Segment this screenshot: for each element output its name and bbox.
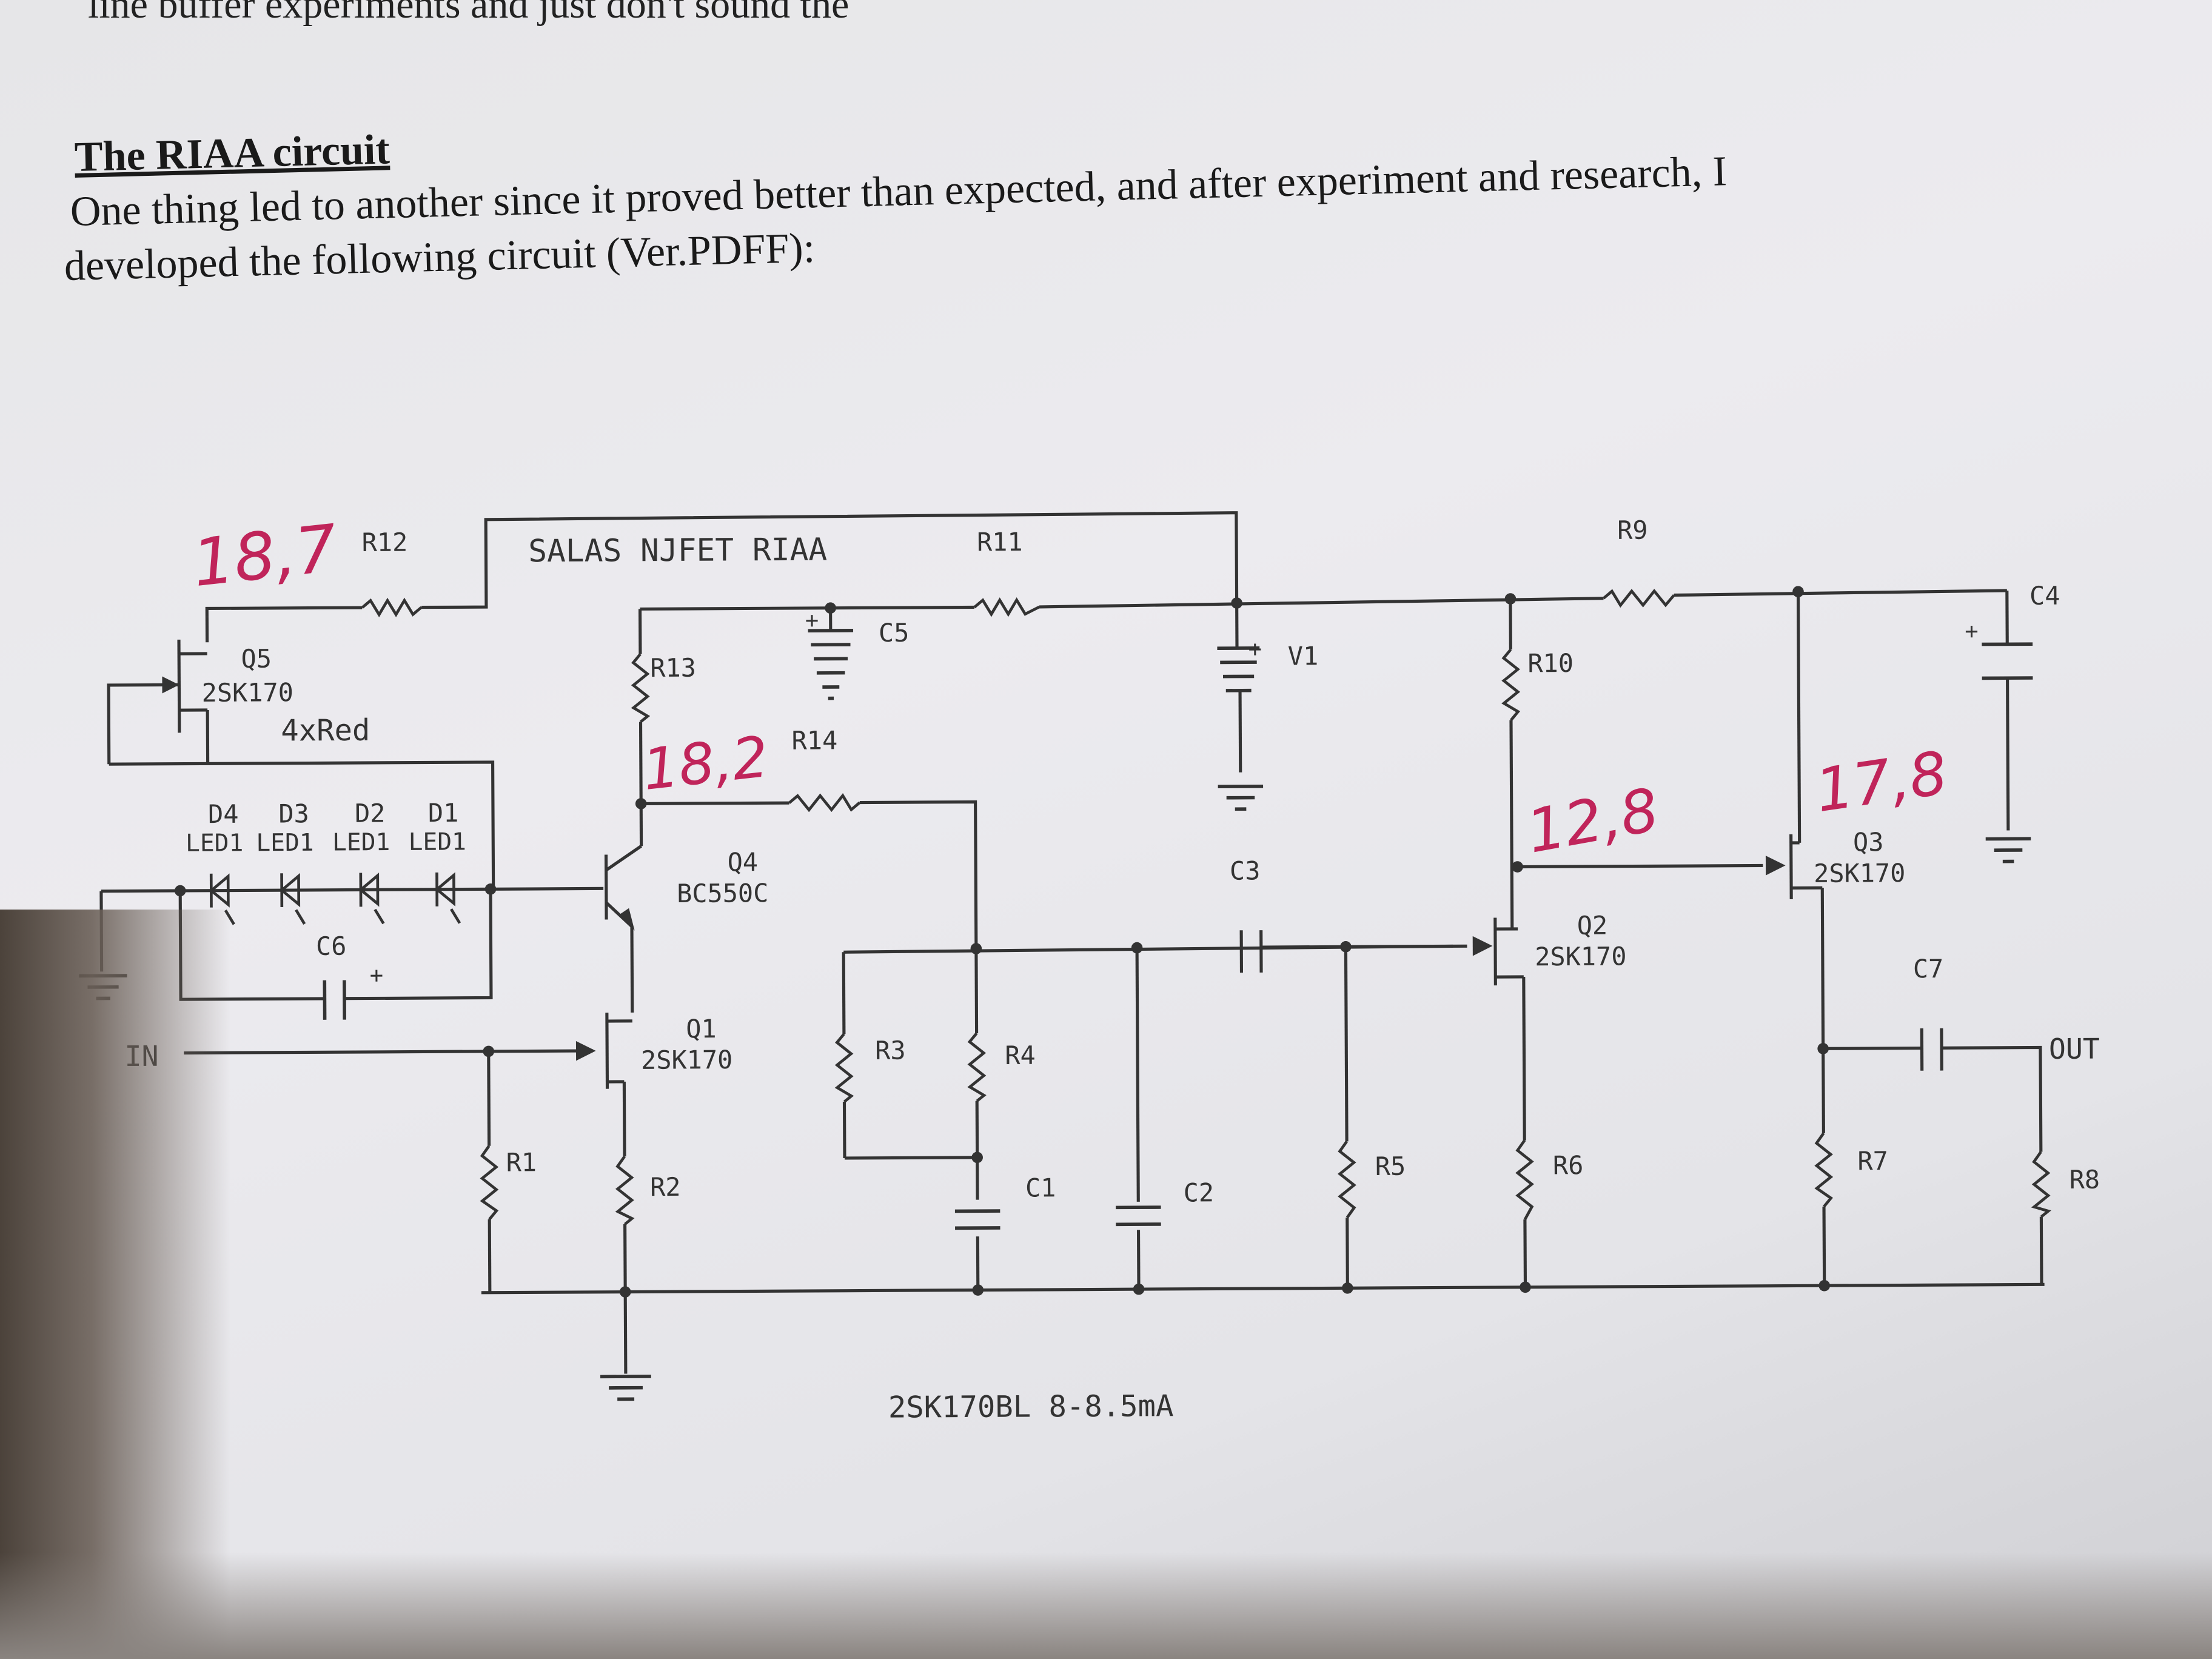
label-r8: R8 [2069, 1165, 2100, 1195]
label-r5: R5 [1375, 1151, 1406, 1181]
schematic-footer: 2SK170BL 8-8.5mA [888, 1389, 1174, 1424]
schematic-title: SALAS NJFET RIAA [528, 532, 827, 570]
label-d4: D4 [208, 799, 239, 829]
label-r12: R12 [362, 528, 408, 557]
label-c6: C6 [316, 931, 347, 961]
label-c3: C3 [1230, 856, 1261, 885]
label-r4: R4 [1005, 1041, 1036, 1070]
label-out: OUT [2049, 1033, 2100, 1065]
label-c4: C4 [2029, 581, 2060, 611]
label-q3-type: 2SK170 [1814, 858, 1905, 888]
resistor-r2 [615, 1155, 635, 1225]
resistor-r3 [834, 1033, 854, 1103]
resistor-r12 [361, 597, 423, 618]
junction-dots [174, 586, 1831, 1298]
handwritten-voltage-q4: 18,2 [640, 724, 772, 803]
transistor-arrows [162, 676, 1786, 1061]
label-leds-note: 4xRed [281, 713, 370, 748]
label-q5: Q5 [241, 644, 272, 674]
svg-text:+: + [1248, 635, 1262, 662]
label-q4-type: BC550C [677, 878, 768, 908]
handwritten-voltage-q5: 18,7 [189, 511, 341, 602]
label-r11: R11 [977, 527, 1023, 557]
svg-text:+: + [805, 606, 819, 633]
label-r1: R1 [506, 1147, 537, 1177]
label-d1-type: LED1 [409, 828, 466, 856]
label-q4: Q4 [728, 847, 759, 877]
q1-arrow [575, 1041, 596, 1061]
label-c5: C5 [879, 618, 910, 648]
q5-arrow [162, 676, 179, 694]
label-r10: R10 [1527, 648, 1574, 678]
label-r13: R13 [650, 653, 696, 683]
top-text-fragment: line buffer experiments and just don't s… [88, 0, 850, 27]
label-c2: C2 [1184, 1178, 1215, 1207]
label-q3: Q3 [1853, 827, 1884, 857]
led-string [209, 872, 461, 925]
page-edge-shadow [0, 1552, 2212, 1659]
q2-arrow [1472, 936, 1493, 956]
q3-arrow [1765, 856, 1786, 876]
handwritten-voltage-q2: 12,8 [1522, 776, 1664, 867]
label-q2-type: 2SK170 [1535, 941, 1626, 971]
schematic-wires [99, 511, 2045, 1374]
label-r6: R6 [1553, 1150, 1584, 1180]
label-q1: Q1 [686, 1014, 717, 1044]
resistor-r6 [1515, 1139, 1534, 1221]
label-d1: D1 [428, 798, 459, 828]
label-q5-type: 2SK170 [202, 677, 293, 708]
resistor-r11 [973, 597, 1040, 617]
resistor-r5 [1338, 1141, 1356, 1219]
label-c1: C1 [1025, 1173, 1056, 1202]
led-d2 [358, 873, 380, 907]
resistor-r4 [967, 1032, 987, 1102]
svg-text:+: + [370, 962, 384, 988]
label-d2-type: LED1 [332, 828, 390, 856]
label-d4-type: LED1 [186, 829, 243, 857]
label-d2: D2 [355, 799, 386, 828]
label-r14: R14 [791, 725, 837, 755]
hand-shadow [0, 910, 230, 1659]
led-d1 [434, 872, 455, 907]
label-r2: R2 [650, 1172, 681, 1202]
svg-text:+: + [1965, 617, 1979, 644]
label-r7: R7 [1857, 1146, 1888, 1176]
q4-arrow [620, 908, 635, 931]
resistor-symbols [361, 588, 2051, 1225]
resistor-r13 [631, 653, 651, 723]
resistor-r8 [2031, 1151, 2051, 1218]
label-d3: D3 [278, 799, 309, 828]
resistor-r10 [1501, 648, 1521, 722]
resistor-r1 [480, 1145, 499, 1221]
resistor-r7 [1814, 1132, 1834, 1208]
handwritten-voltage-q3: 17,8 [1811, 739, 1952, 826]
label-q2: Q2 [1577, 910, 1608, 940]
label-q1-type: 2SK170 [641, 1045, 732, 1075]
label-d3-type: LED1 [256, 829, 313, 857]
led-d4 [209, 873, 230, 908]
label-v1: V1 [1288, 641, 1319, 671]
label-r3: R3 [875, 1036, 906, 1065]
label-c7: C7 [1913, 954, 1944, 984]
led-d3 [280, 873, 301, 908]
resistor-r14 [788, 793, 861, 813]
label-r9: R9 [1617, 515, 1648, 545]
polarity-marks: + + + + [370, 606, 1979, 988]
resistor-r9 [1602, 588, 1675, 608]
